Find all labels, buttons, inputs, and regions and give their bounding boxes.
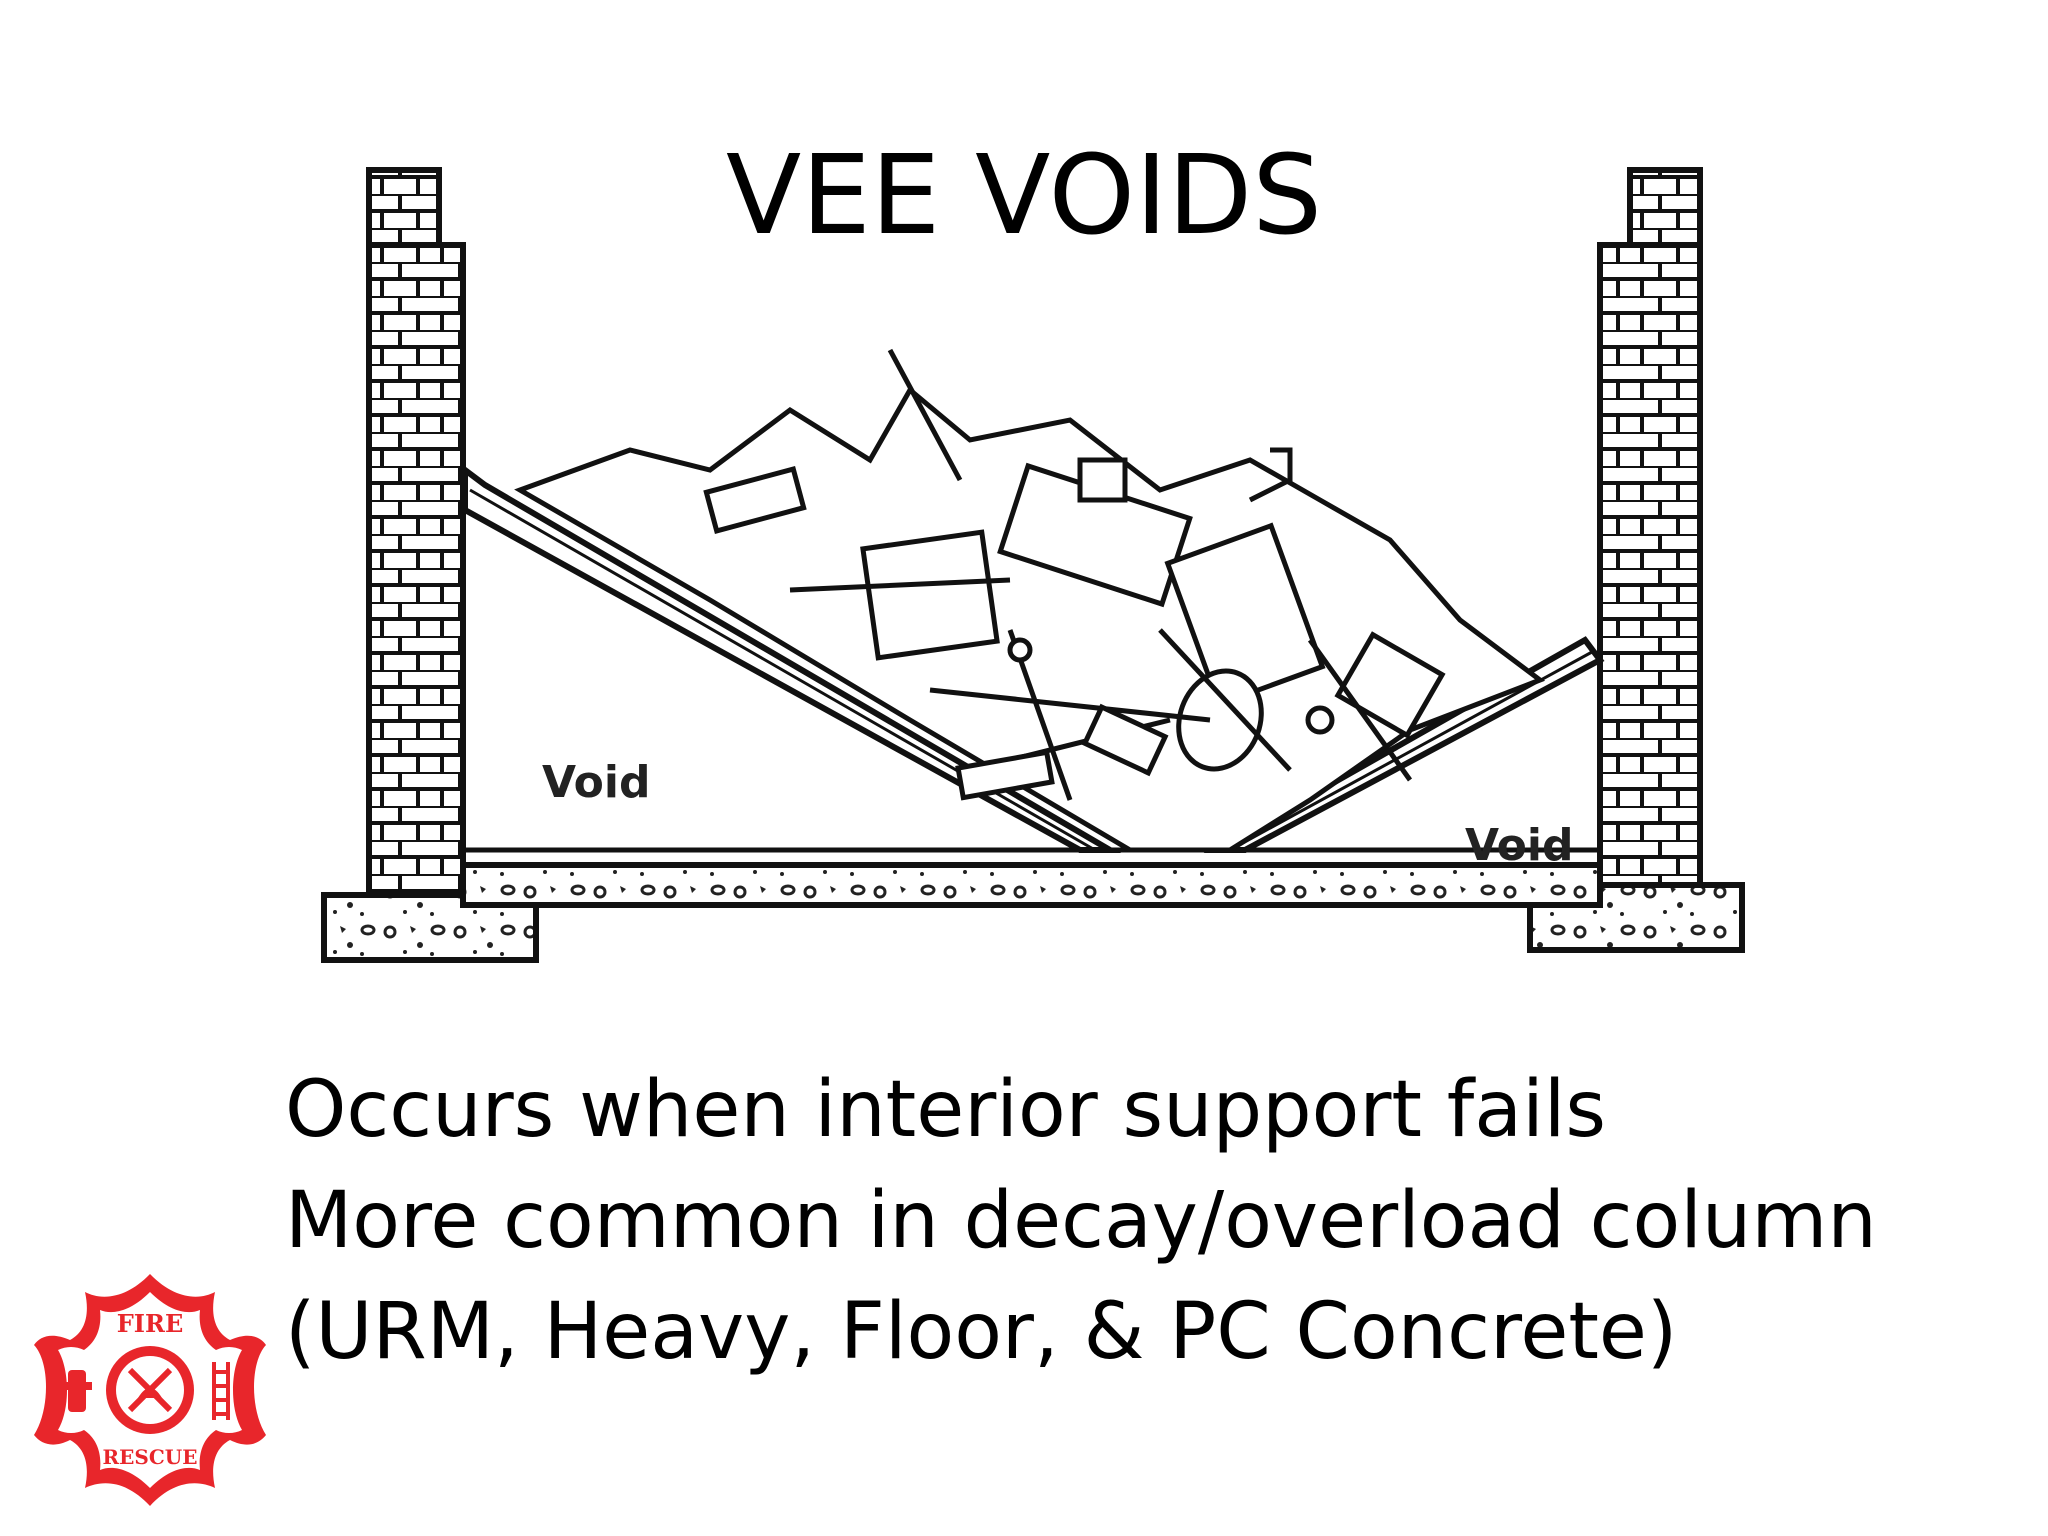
void-label-right: Void bbox=[1465, 820, 1573, 871]
vee-void-diagram: Void Void bbox=[321, 167, 1745, 963]
bullet-line: More common in decay/overload column bbox=[285, 1176, 1877, 1266]
fire-rescue-logo: FIRE RESCUE bbox=[34, 1274, 266, 1506]
bullet-line: (URM, Heavy, Floor, & PC Concrete) bbox=[285, 1287, 1678, 1377]
logo-top-text: FIRE bbox=[117, 1309, 184, 1338]
bullet-line: Occurs when interior support fails bbox=[285, 1065, 1607, 1155]
floor-slab bbox=[460, 847, 1603, 908]
right-brick-wall bbox=[1527, 167, 1745, 953]
left-brick-wall bbox=[321, 167, 539, 963]
logo-bottom-text: RESCUE bbox=[103, 1445, 198, 1469]
bullet-list: Occurs when interior support fails More … bbox=[285, 1055, 1985, 1388]
slide-title: VEE VOIDS bbox=[725, 131, 1323, 259]
void-label-left: Void bbox=[542, 757, 650, 808]
debris-pile bbox=[514, 348, 1546, 853]
